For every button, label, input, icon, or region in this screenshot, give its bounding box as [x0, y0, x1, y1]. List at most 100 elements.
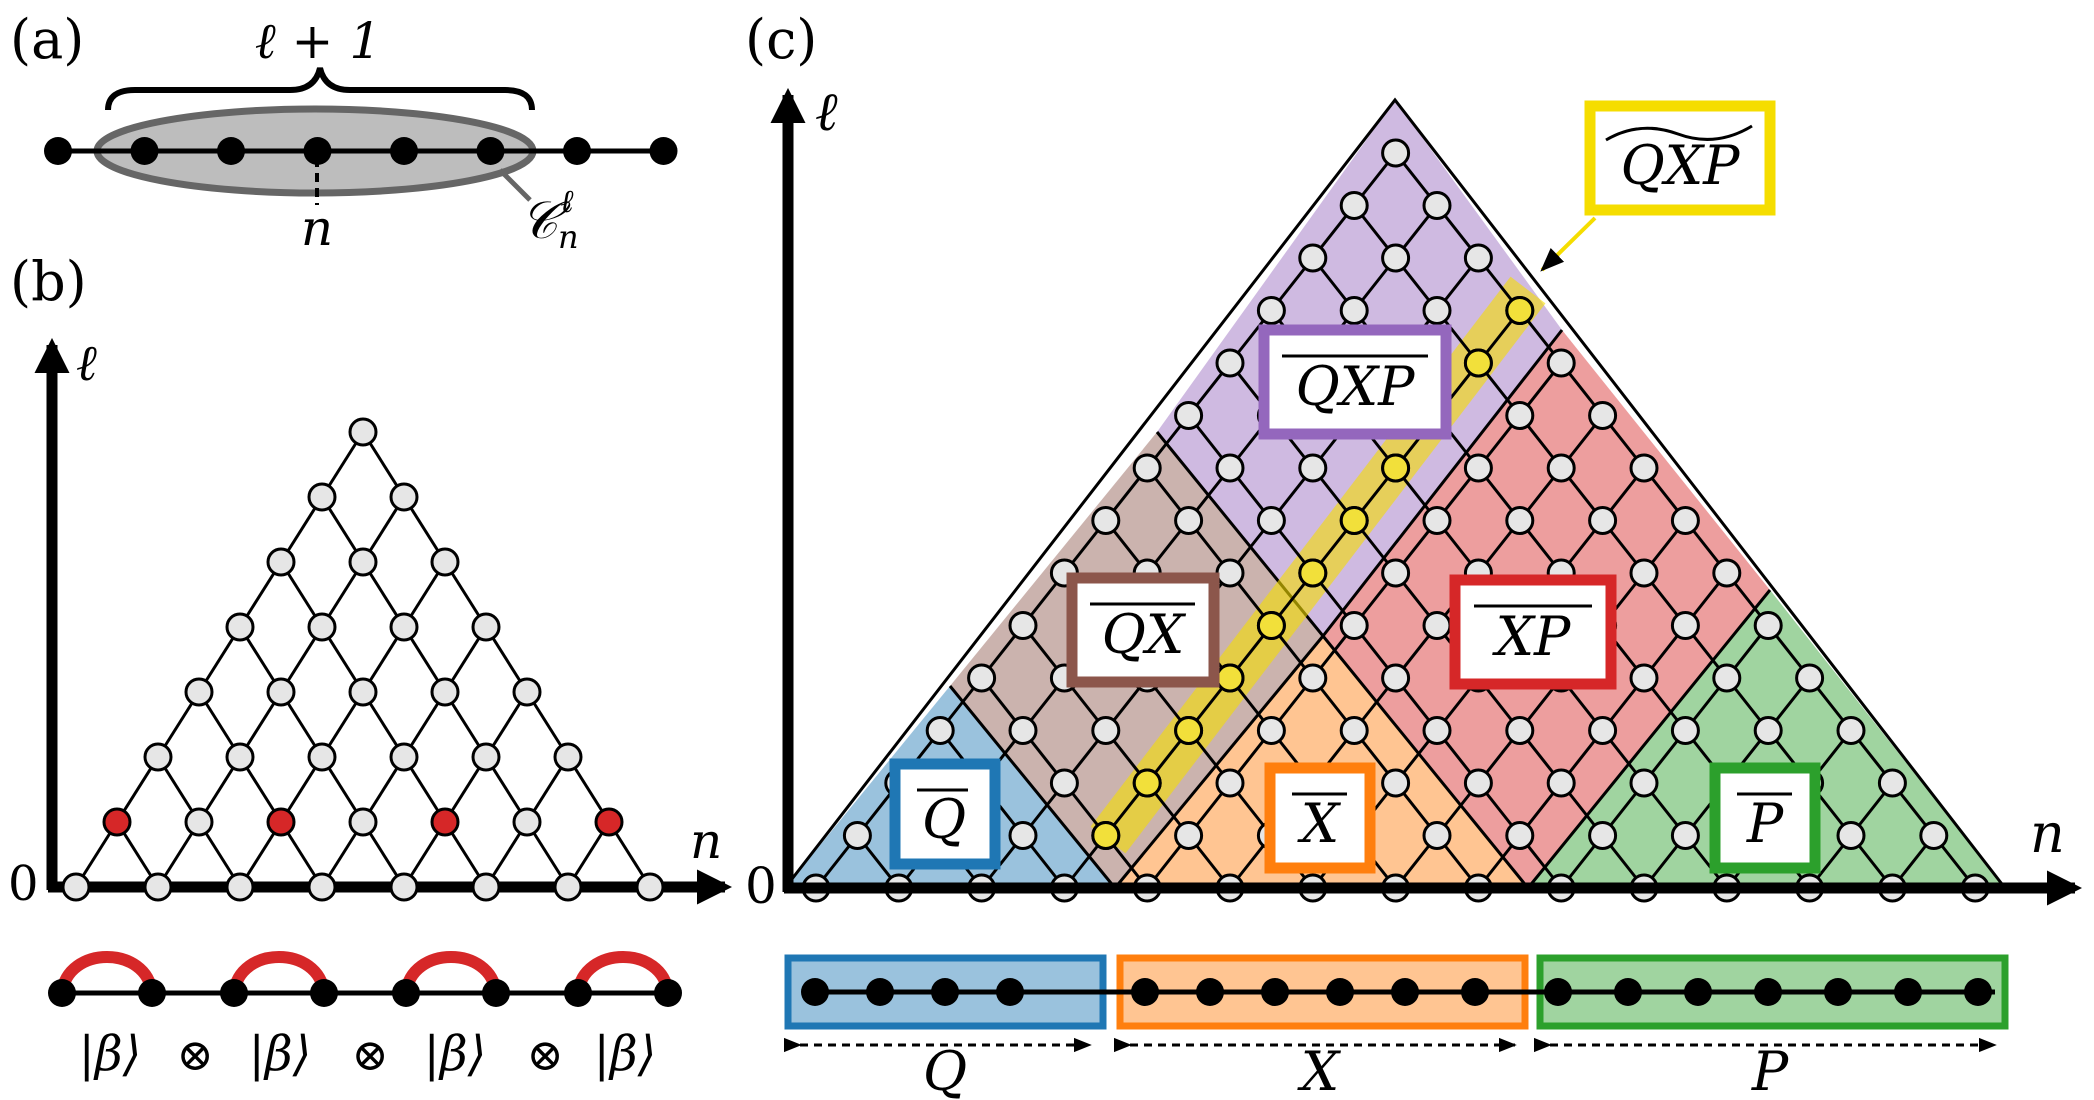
highlight-node [1132, 768, 1162, 798]
axis-x-b-label: n [690, 812, 722, 870]
chain-site [1894, 978, 1922, 1006]
cluster-sub: n [558, 218, 579, 256]
lattice-node [1256, 506, 1286, 535]
region-x [1115, 636, 1528, 888]
chain-site [563, 137, 591, 165]
lattice-node [1008, 611, 1038, 640]
lattice-node [1670, 821, 1700, 850]
lattice-node [348, 677, 378, 707]
lattice-node [307, 482, 337, 512]
brace [105, 67, 535, 111]
region-borders [783, 97, 2007, 889]
lattice-node [842, 821, 872, 850]
lattice-node [1629, 663, 1659, 693]
lattice-node [1712, 558, 1742, 588]
dimer-chain [48, 951, 682, 1007]
tilde-accent [1605, 124, 1753, 142]
panel-b-label: (b) [10, 250, 87, 313]
lattice-node [1629, 558, 1659, 588]
lattice-node [102, 807, 132, 837]
lattice-node [1546, 768, 1576, 798]
lattice-node [594, 807, 624, 837]
lattice-node [1174, 401, 1204, 430]
lattice-node [143, 872, 173, 902]
tensor-symbol: ⊗ [352, 1030, 389, 1081]
center-label: n [301, 199, 333, 257]
lattice-node [225, 612, 255, 642]
highlight-label: QXP [1540, 100, 1776, 272]
chain-site [138, 979, 166, 1007]
lattice-node [1215, 558, 1245, 588]
lattice-node [553, 872, 583, 902]
lattice-node [1670, 611, 1700, 640]
chain-site [996, 978, 1024, 1006]
region-label-xp: XP [1449, 574, 1617, 690]
lattice-node [1422, 716, 1452, 745]
product-term: |β⟩ [79, 1026, 142, 1082]
lattice-node [184, 807, 214, 837]
highlight-node [1298, 558, 1328, 588]
svg-text:QXP: QXP [1620, 134, 1741, 197]
lattice-node [389, 742, 419, 772]
svg-text:Q: Q [922, 788, 966, 851]
singlet-bond [400, 951, 502, 995]
singlet-bond [56, 951, 158, 995]
lattice-node [430, 677, 460, 707]
lattice-node [471, 742, 501, 772]
chain-site [1964, 978, 1992, 1006]
highlight-node [1215, 663, 1245, 693]
chain-site [1261, 978, 1289, 1006]
lattice-node [635, 872, 665, 902]
lattice-node [1422, 506, 1452, 535]
singlet-bond [572, 951, 674, 995]
region-label-qx: QX [1066, 572, 1220, 688]
highlight-node [1463, 348, 1493, 378]
chain-site [1131, 978, 1159, 1006]
lattice-node [1339, 191, 1369, 220]
lattice-node [1588, 716, 1618, 745]
lattice-node [1298, 453, 1328, 483]
highlight-node [1091, 821, 1121, 850]
tensor-symbol: ⊗ [527, 1030, 564, 1081]
chain-site [801, 978, 829, 1006]
axis-x-c-label: n [2030, 802, 2065, 865]
region-label-q: Q [889, 758, 1001, 870]
chain-site [1754, 978, 1782, 1006]
lattice-node [1546, 453, 1576, 483]
highlight-node [1381, 453, 1411, 483]
chain-site [649, 137, 678, 165]
lattice-node [184, 677, 214, 707]
block-x-label: X [1297, 1040, 1342, 1100]
panel-a: (a) ℓ + 1 n 𝒞 ℓ n [10, 8, 678, 257]
highlight-pointer [1540, 216, 1597, 272]
lattice-node [1091, 506, 1121, 535]
lattice-node [553, 742, 583, 772]
block-q-label: Q [923, 1040, 967, 1100]
lattice-node [1091, 716, 1121, 745]
region-label-x: X [1264, 762, 1376, 874]
lattice-node [1546, 348, 1576, 378]
chain-site [931, 978, 959, 1006]
lattice-node [1381, 138, 1411, 168]
chain-site [220, 979, 248, 1007]
lattice-node [1381, 243, 1411, 273]
block-p-label: P [1751, 1040, 1790, 1100]
lattice-node [1174, 821, 1204, 850]
chain-site [130, 137, 159, 165]
chain-site [217, 137, 245, 165]
lattice-node [430, 547, 460, 577]
lattice-node [1505, 716, 1535, 745]
lattice-node [1008, 716, 1038, 745]
lattice-node [1381, 663, 1411, 693]
panel-c-label: (c) [745, 8, 817, 71]
lattice-node [1919, 821, 1949, 850]
chain-site [1614, 978, 1642, 1006]
lattice-node [61, 872, 91, 902]
lattice-node [925, 716, 955, 745]
chain-site [1544, 978, 1572, 1006]
lattice-node [1008, 821, 1038, 850]
product-term: |β⟩ [594, 1026, 657, 1082]
lattice-node [1505, 401, 1535, 430]
lattice-node [389, 612, 419, 642]
